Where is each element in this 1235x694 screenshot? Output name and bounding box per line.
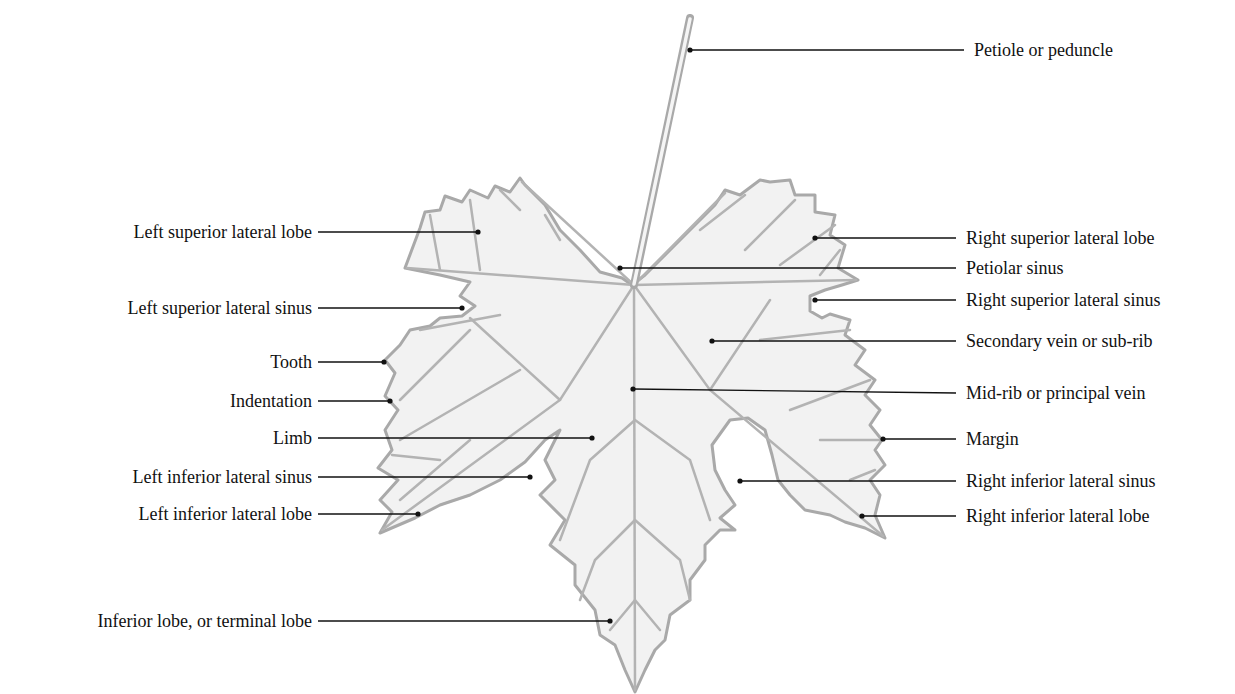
part-label: Petiole or peduncle (974, 39, 1113, 61)
part-label: Left inferior lateral lobe (139, 503, 312, 525)
part-label: Right inferior lateral sinus (966, 470, 1155, 492)
petiole-fill (634, 19, 690, 284)
part-label: Right superior lateral lobe (966, 227, 1154, 249)
leader-lines (318, 50, 964, 621)
part-label: Left inferior lateral sinus (133, 466, 312, 488)
part-label: Limb (273, 427, 312, 449)
part-label: Right inferior lateral lobe (966, 505, 1149, 527)
part-label: Mid-rib or principal vein (966, 382, 1145, 404)
part-label: Left superior lateral sinus (128, 297, 312, 319)
leaf-blade (378, 178, 885, 692)
part-label: Inferior lobe, or terminal lobe (98, 610, 312, 632)
leader-dots (381, 47, 885, 623)
petiole-outline (634, 18, 690, 285)
part-label: Margin (966, 428, 1019, 450)
part-label: Secondary vein or sub-rib (966, 330, 1152, 352)
leaf-veins (382, 182, 883, 690)
part-label: Petiolar sinus (966, 257, 1064, 279)
part-label: Indentation (230, 390, 312, 412)
part-label: Left superior lateral lobe (134, 221, 312, 243)
part-label: Right superior lateral sinus (966, 289, 1160, 311)
part-label: Tooth (270, 351, 312, 373)
